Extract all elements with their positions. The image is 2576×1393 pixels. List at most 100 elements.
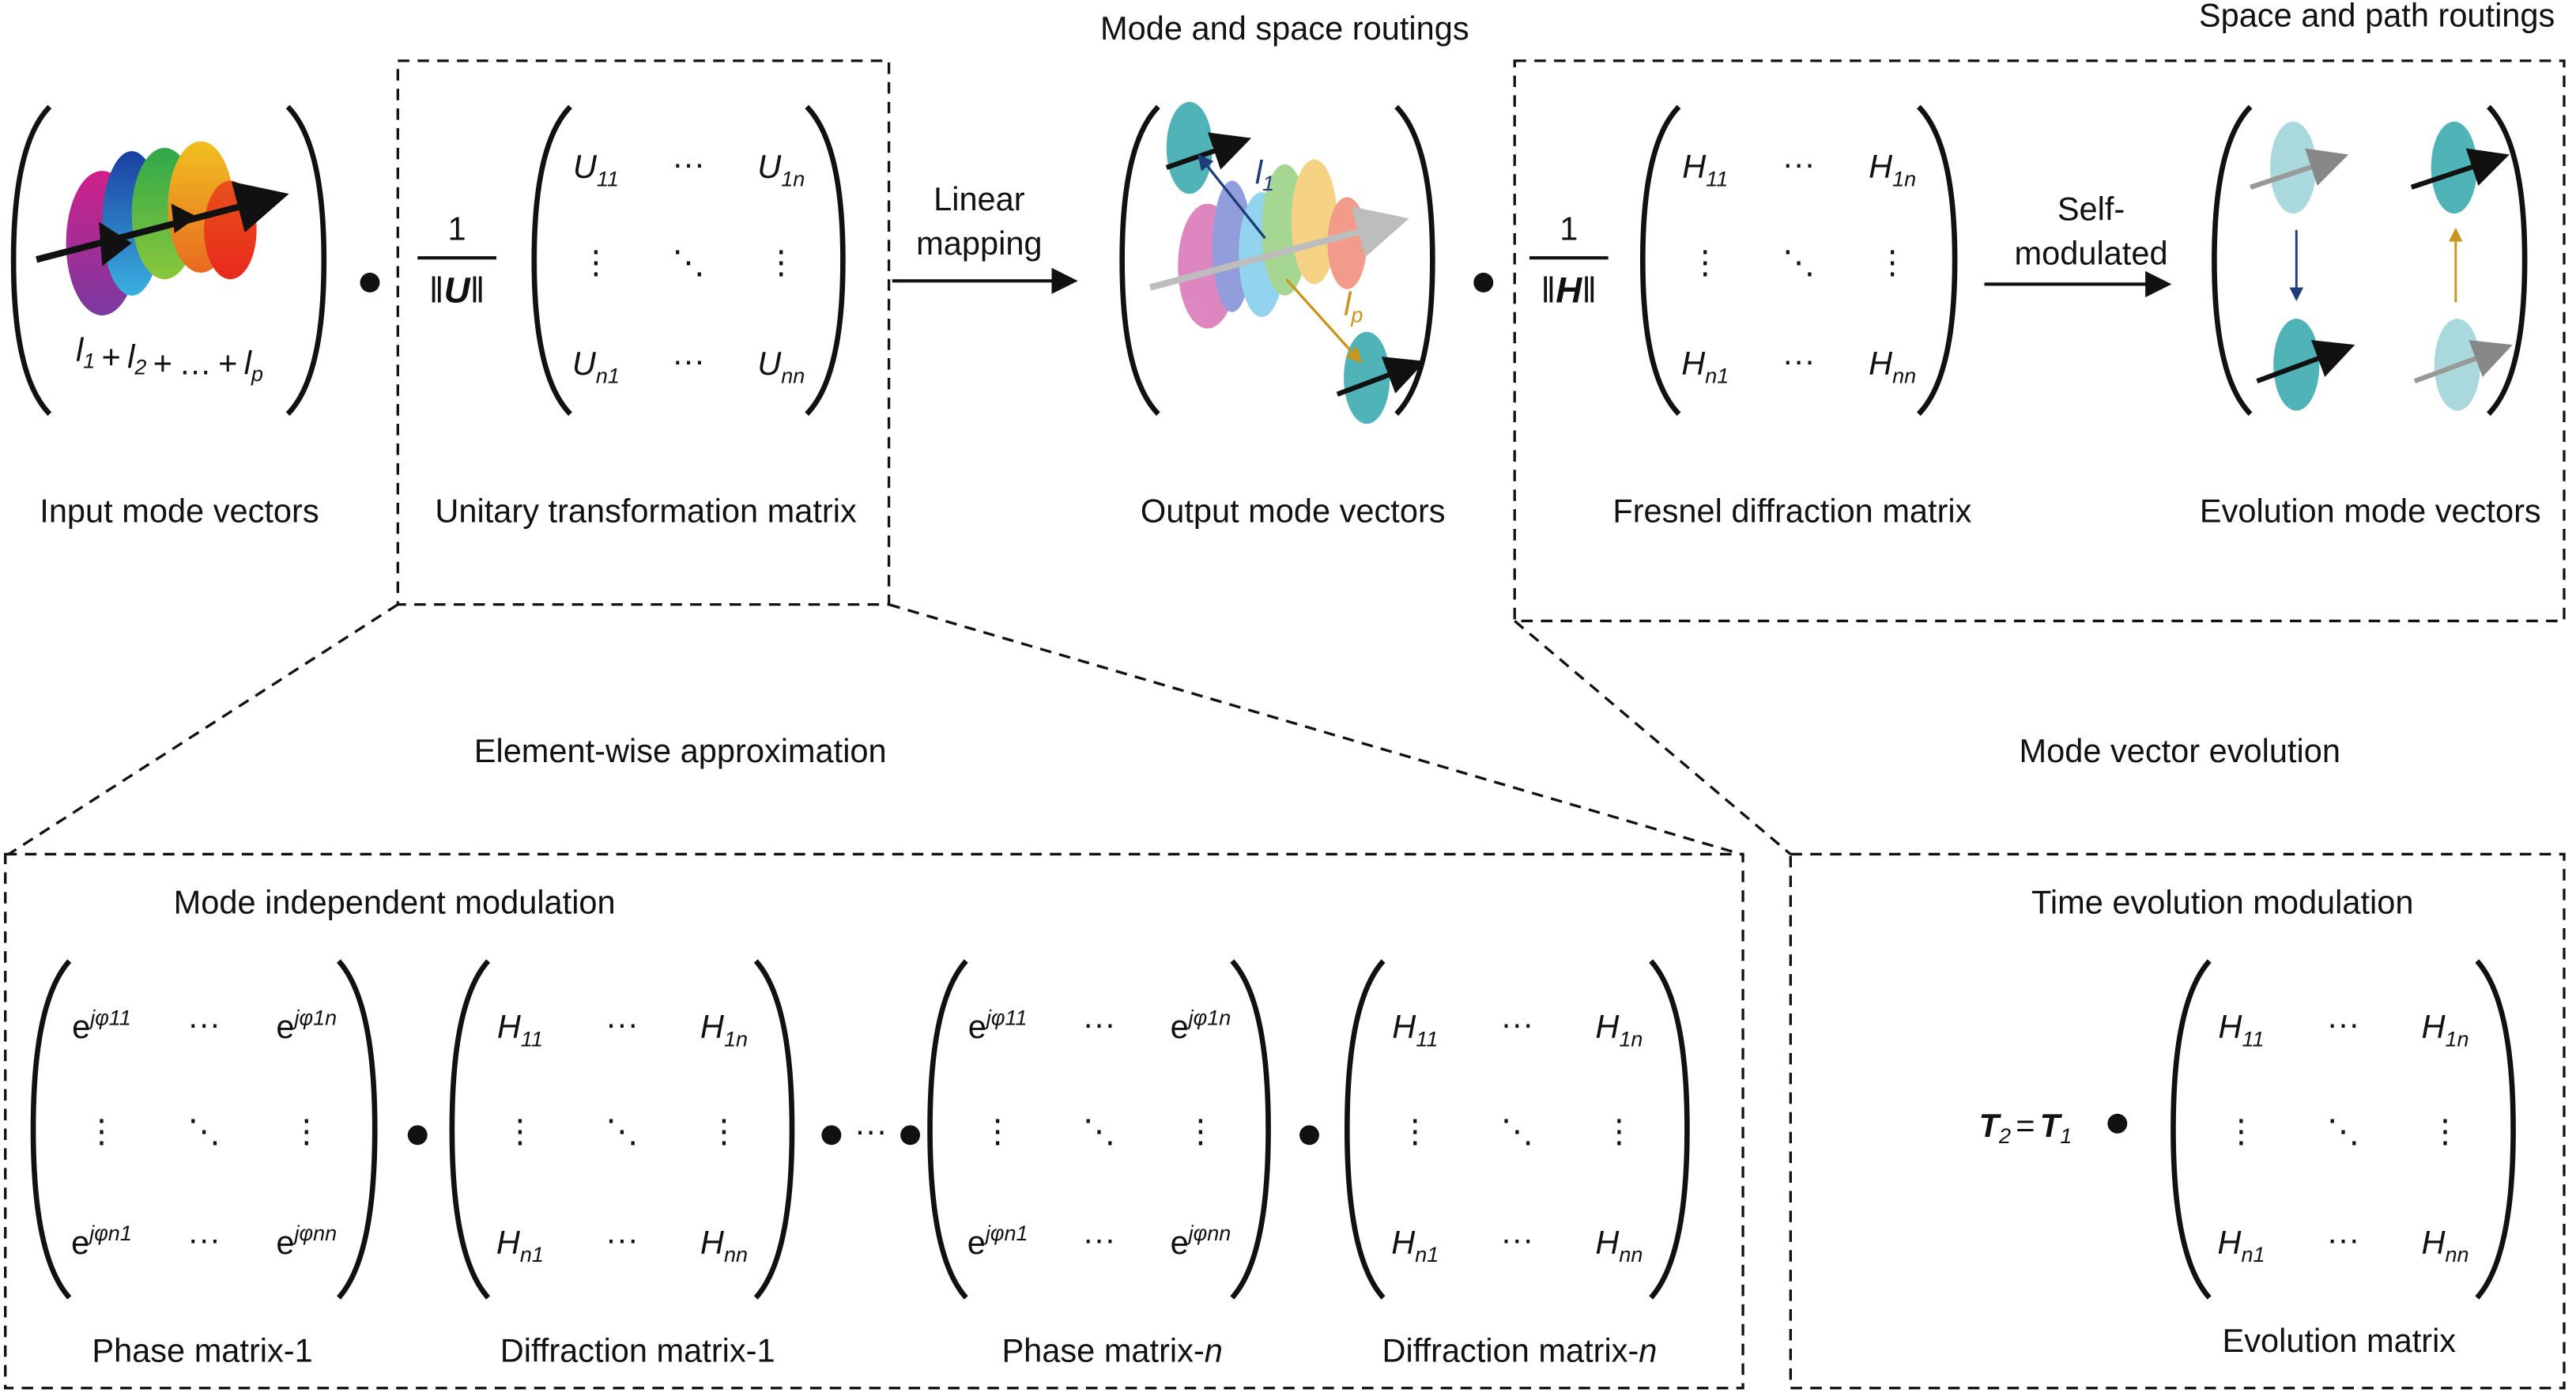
diagonal-dots: ⋱ (605, 1112, 639, 1150)
matrix-entry: H11 (1392, 1008, 1438, 1051)
diffraction-matrix-1: H11···H1n⋮⋱⋮Hn1···Hnn (449, 959, 795, 1300)
vertical-dots: ⋮ (1184, 1112, 1217, 1150)
left-bracket (30, 959, 72, 1300)
dot-operator-icon (1473, 272, 1494, 293)
horizontal-dots: ··· (1501, 1005, 1534, 1042)
label-time-evolution: Time evolution modulation (2031, 883, 2413, 920)
vertical-dots: ⋮ (981, 1112, 1014, 1150)
matrix-entry: U1n (757, 148, 805, 191)
input-vector-brackets (10, 104, 327, 416)
horizontal-dots: ··· (187, 1005, 221, 1042)
dot-operator-icon (900, 1125, 921, 1146)
fraction-numerator: 1 (1560, 210, 1578, 247)
vertical-dots: ⋮ (1688, 243, 1722, 281)
dot-operator-icon (821, 1125, 842, 1146)
horizontal-dots: ··· (672, 342, 705, 379)
horizontal-dots: ··· (2327, 1221, 2360, 1258)
left-bracket (927, 959, 968, 1300)
dashed-frames (4, 59, 2566, 1390)
left-bracket (2171, 959, 2212, 1300)
zoom-line-left (7, 603, 399, 855)
matrix-entry: Hn1 (1391, 1224, 1439, 1267)
self-modulated-label-2: modulated (2015, 235, 2168, 272)
input-mode-sum: l1+l2+…+lp (76, 331, 263, 386)
left-bracket (1119, 104, 1160, 416)
diagonal-dots: ⋱ (187, 1112, 221, 1150)
right-bracket (753, 959, 795, 1300)
horizontal-dots: ··· (2327, 1005, 2360, 1042)
vertical-dots: ⋮ (765, 243, 798, 281)
diagonal-dots: ⋱ (1501, 1112, 1534, 1150)
linear-mapping-label-1: Linear (933, 180, 1025, 217)
left-bracket (449, 959, 491, 1300)
label-evolution-mode-vectors: Evolution mode vectors (2200, 493, 2541, 530)
matrix-entry: Hn1 (1681, 345, 1729, 387)
evolution-matrix: H11···H1n⋮⋱⋮Hn1···Hnn (2171, 959, 2516, 1300)
horizontal-dots: ··· (187, 1221, 221, 1258)
right-bracket (337, 959, 378, 1300)
output-modes-icon (1148, 101, 1426, 425)
horizontal-dots: ··· (1782, 342, 1816, 379)
left-bracket (531, 104, 572, 416)
label-fresnel-matrix: Fresnel diffraction matrix (1612, 493, 1971, 530)
left-bracket (1639, 104, 1681, 416)
unitary-frame (396, 59, 891, 606)
horizontal-dots: ··· (1083, 1221, 1116, 1258)
horizontal-dots: ··· (1501, 1221, 1534, 1258)
phase-matrix-1: ejφ11···ejφ1n⋮⋱⋮ejφn1···ejφnn (30, 959, 378, 1300)
label-unitary-matrix: Unitary transformation matrix (435, 493, 857, 530)
horizontal-dots: ··· (605, 1221, 639, 1258)
title-space-path-routings: Space and path routings (2199, 0, 2555, 33)
matrix-entry: ejφ1n (1171, 1006, 1231, 1046)
linear-mapping-label-2: mapping (916, 225, 1042, 262)
label-diffraction-matrix-1: Diffraction matrix-1 (500, 1332, 775, 1369)
matrix-entry: Hnn (1869, 345, 1916, 387)
matrix-entry: H1n (700, 1008, 748, 1051)
matrix-entry: ejφnn (1171, 1221, 1231, 1261)
dot-operator-icon (2107, 1113, 2128, 1134)
diagonal-dots: ⋱ (1083, 1112, 1116, 1150)
left-bracket (1344, 959, 1386, 1300)
vertical-dots: ⋮ (85, 1112, 119, 1150)
mode-independent-frame (4, 852, 1744, 1390)
rainbow-wave-icon (36, 141, 289, 315)
horizontal-dots: ··· (1782, 145, 1816, 182)
right-bracket (1230, 959, 1271, 1300)
matrix-entry: H1n (1869, 148, 1916, 191)
diffraction-matrix-n: H11···H1n⋮⋱⋮Hn1···Hnn (1344, 959, 1690, 1300)
vertical-dots: ⋮ (290, 1112, 323, 1150)
matrix-entry: Hn1 (2217, 1224, 2265, 1267)
label-mode-independent: Mode independent modulation (174, 883, 616, 920)
dot-operator-icon (1299, 1125, 1319, 1146)
right-bracket (1916, 104, 1958, 416)
fresnel-matrix: H11···H1n⋮⋱⋮Hn1···Hnn (1639, 104, 1958, 416)
vertical-dots: ⋮ (2225, 1112, 2258, 1150)
label-mode-vector-evolution: Mode vector evolution (2020, 732, 2340, 769)
phase-matrix-n: ejφ11···ejφ1n⋮⋱⋮ejφn1···ejφnn (927, 959, 1271, 1300)
right-bracket (1649, 959, 1690, 1300)
matrix-entry: ejφ11 (968, 1006, 1028, 1046)
matrix-entry: H11 (497, 1008, 543, 1051)
zoom-line-right (888, 603, 1742, 856)
matrix-entry: H11 (1682, 148, 1728, 191)
matrix-entry: ejφ1n (276, 1006, 337, 1046)
zoom-line-evolution (1514, 620, 1792, 855)
evolution-vector-brackets (2212, 104, 2528, 416)
label-element-wise: Element-wise approximation (474, 732, 887, 769)
vertical-dots: ⋮ (1399, 1112, 1432, 1150)
title-mode-space-routings: Mode and space routings (1100, 9, 1469, 47)
diagonal-dots: ⋱ (1782, 243, 1816, 281)
matrix-entry: H1n (2422, 1008, 2469, 1051)
left-bracket (2212, 104, 2253, 416)
diagonal-dots: ⋱ (672, 243, 705, 281)
dot-operator-icon (407, 1125, 428, 1146)
diagonal-dots: ⋱ (2327, 1112, 2360, 1150)
matrix-entry: H11 (2218, 1008, 2264, 1051)
horizontal-dots: ··· (1083, 1005, 1116, 1042)
horizontal-dots: ··· (605, 1005, 639, 1042)
l1-label: l1 (1255, 154, 1274, 195)
time-evolution-frame (1789, 852, 2566, 1390)
t-equation: T2=T1 (1979, 1107, 2072, 1148)
self-modulated-label-1: Self- (2057, 190, 2125, 227)
